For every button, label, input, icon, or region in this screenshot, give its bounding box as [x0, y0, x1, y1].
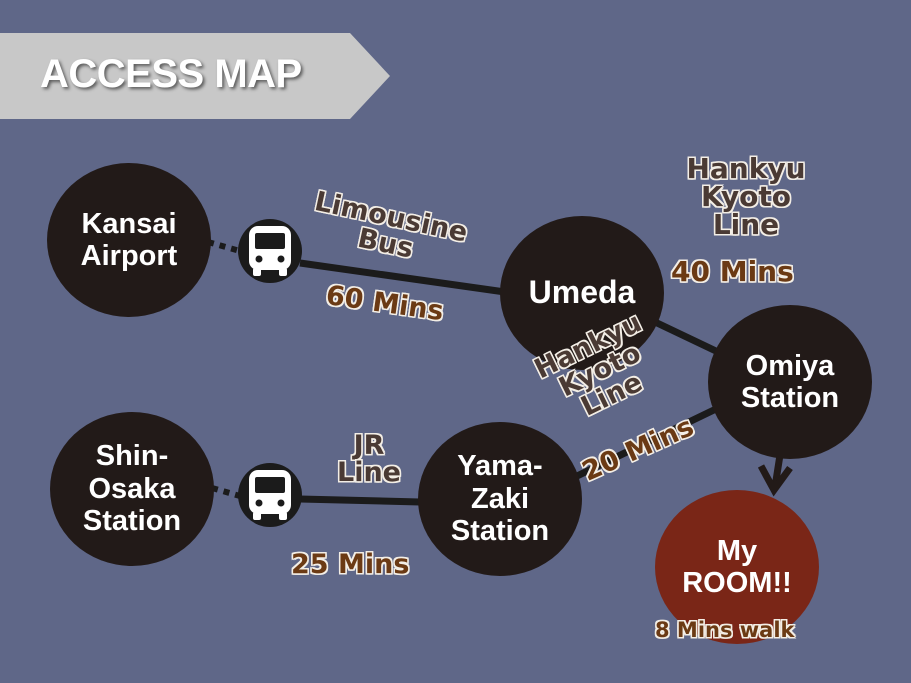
station-label: Yama- Zaki Station [450, 450, 550, 548]
station-label: Umeda [528, 274, 636, 311]
station-label: Kansai Airport [80, 207, 178, 272]
route-time-hankyu-umeda: 40 Mins [671, 255, 794, 288]
station-umeda: Umeda [500, 216, 664, 370]
line-bus-umeda [299, 259, 506, 296]
route-name-hankyu-umeda: Hankyu Kyoto Line [686, 152, 806, 241]
station-label: Shin- Osaka Station [82, 440, 182, 538]
route-time-jr: 25 Mins [291, 549, 410, 580]
header-banner [0, 33, 390, 119]
connector-airport-bus [207, 239, 241, 254]
connector-shinosaka-bus [211, 485, 241, 499]
station-shin-osaka: Shin- Osaka Station [50, 412, 214, 566]
line-yamazaki-omiya [573, 404, 720, 481]
station-label: Omiya Station [740, 349, 840, 414]
page-title: ACCESS MAP [40, 52, 302, 96]
station-kansai-airport: Kansai Airport [47, 163, 211, 317]
route-time-walk: 8 Mins walk [655, 618, 795, 642]
walk-arrow-head [757, 464, 793, 497]
station-yamazaki: Yama- Zaki Station [418, 422, 582, 576]
line-umeda-omiya [653, 318, 720, 356]
destination-my-room: My ROOM!! [655, 490, 819, 644]
bus-icon [238, 219, 302, 283]
line-bus-yamazaki [299, 495, 421, 506]
station-omiya: Omiya Station [708, 305, 872, 459]
route-name-jr: JR Line [337, 430, 401, 488]
bus-icon [238, 463, 302, 527]
destination-label: My ROOM!! [682, 534, 792, 599]
